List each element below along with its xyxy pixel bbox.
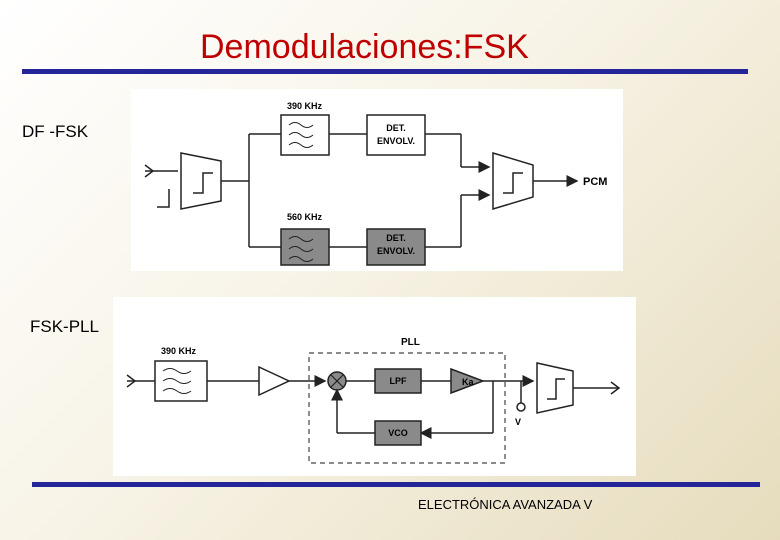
- v-label: V: [515, 417, 521, 427]
- comparator-2: [492, 151, 534, 211]
- lpf-label: LPF: [390, 376, 408, 386]
- amplifier: [258, 365, 291, 397]
- slide-title: Demodulaciones:FSK: [200, 28, 529, 66]
- freq-bottom-label: 560 KHz: [287, 212, 323, 222]
- pll-label: PLL: [401, 337, 420, 348]
- dffsk-label: DF -FSK: [22, 122, 89, 141]
- pcm-output-label: PCM: [583, 176, 607, 188]
- det-bottom-line2: ENVOLV.: [377, 246, 415, 256]
- comparator: [536, 362, 574, 414]
- phase-detector: [327, 371, 347, 391]
- freq-top-label: 390 KHz: [287, 101, 323, 111]
- vco-label: VCO: [388, 428, 408, 438]
- bandpass-filter-bottom: [280, 228, 330, 266]
- det-bottom-line1: DET.: [386, 233, 406, 243]
- output-node-v: [516, 402, 526, 412]
- dffsk-diagram-svg: 390 KHz DET. ENVOLV. 560 KHz DET. ENVOLV…: [144, 101, 607, 266]
- dffsk-diagram: 390 KHz DET. ENVOLV. 560 KHz DET. ENVOLV…: [131, 89, 623, 271]
- footer-divider: [32, 482, 760, 487]
- gain-block: [450, 367, 486, 395]
- ground-symbol: [157, 189, 170, 208]
- ka-label: Ka: [462, 377, 474, 387]
- output-arrow: [610, 381, 621, 395]
- fskpll-diagram-svg: 390 KHz PLL LPF Ka V VCO: [126, 337, 621, 464]
- det-top-line2: ENVOLV.: [377, 136, 415, 146]
- comparator-1: [180, 152, 222, 210]
- vco-block: [374, 420, 422, 446]
- freq-label: 390 KHz: [161, 346, 197, 356]
- fskpll-diagram: 390 KHz PLL LPF Ka V VCO: [113, 297, 636, 476]
- bandpass-filter-top: [280, 114, 330, 156]
- envelope-detector-top: [366, 114, 426, 156]
- title-divider: [22, 69, 748, 74]
- bandpass-filter: [154, 360, 208, 402]
- fskpll-label: FSK-PLL: [30, 317, 99, 336]
- footer-text: ELECTRÓNICA AVANZADA V: [418, 497, 593, 512]
- det-top-line1: DET.: [386, 123, 406, 133]
